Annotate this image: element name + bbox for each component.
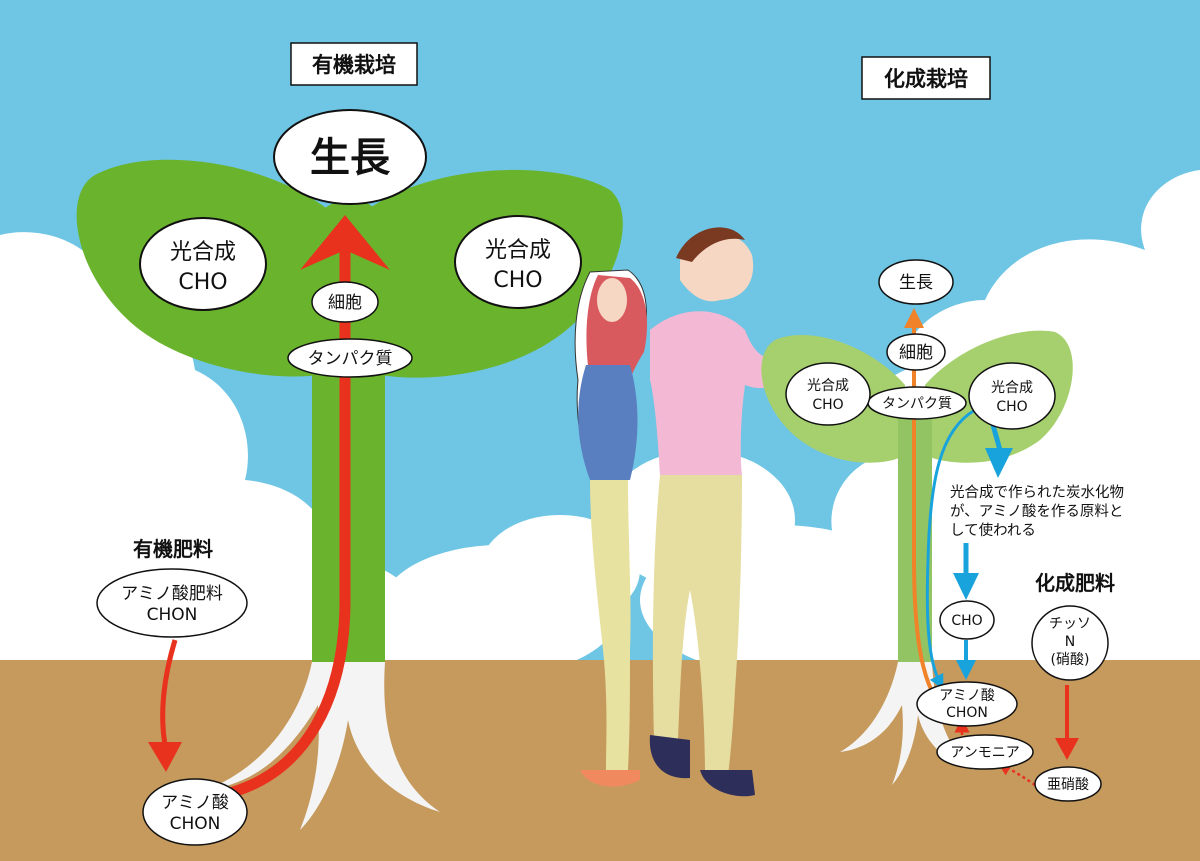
chemical-fertilizer-heading: 化成肥料	[1035, 571, 1115, 595]
chemical-note-line1: 光合成で作られた炭水化物	[950, 484, 1124, 501]
organic-photo-right-label: 光合成	[485, 238, 551, 263]
organic-growth-bubble: 生長	[273, 109, 427, 205]
chemical-protein-label: タンパク質	[882, 396, 952, 412]
organic-amino-formula: CHON	[170, 814, 221, 834]
organic-protein-bubble: タンパク質	[287, 338, 413, 378]
organic-roots	[205, 662, 440, 830]
chemical-blue-arrowhead-middle	[953, 573, 979, 600]
chemical-cell-bubble: 細胞	[886, 333, 946, 371]
organic-protein-label: タンパク質	[308, 349, 393, 369]
chemical-protein-bubble: タンパク質	[867, 386, 967, 420]
organic-amino-label: アミノ酸	[161, 793, 229, 813]
organic-photosynthesis-right: 光合成 CHO	[454, 215, 582, 309]
chemical-blue-arrowhead-lower	[956, 660, 976, 680]
chemical-carbohydrate-arrow	[925, 408, 976, 690]
organic-fertilizer-label: アミノ酸肥料	[121, 584, 223, 604]
chemical-roots	[840, 662, 975, 785]
chemical-title-box: 化成栽培	[861, 56, 991, 100]
man-illustration	[649, 227, 798, 797]
chemical-photo-right-formula: CHO	[996, 399, 1027, 415]
organic-photo-left-label: 光合成	[170, 240, 236, 265]
organic-amino-bubble: アミノ酸 CHON	[142, 778, 248, 846]
chemical-nitrite-arrow	[996, 761, 1036, 787]
organic-fertilizer-bubble: アミノ酸肥料 CHON	[96, 568, 248, 638]
chemical-note: 光合成で作られた炭水化物 が、アミノ酸を作る原料と して使われる	[950, 484, 1124, 539]
organic-photo-left-formula: CHO	[178, 270, 227, 295]
chemical-nitrogen-bubble: チッソ N (硝酸)	[1031, 605, 1109, 681]
chemical-cho-label: CHO	[951, 613, 982, 629]
chemical-nitrite-label: 亜硝酸	[1047, 777, 1089, 793]
chemical-photosynthesis-left: 光合成 CHO	[785, 362, 871, 426]
chemical-nitrogen-symbol: N	[1065, 634, 1075, 650]
organic-cell-bubble: 細胞	[311, 281, 379, 323]
chemical-note-line2: が、アミノ酸を作る原料と	[950, 503, 1123, 520]
organic-cell-label: 細胞	[328, 293, 362, 313]
chemical-note-line3: して使われる	[950, 522, 1036, 539]
organic-photo-right-formula: CHO	[493, 268, 542, 293]
chemical-nitrogen-label: チッソ	[1049, 616, 1091, 632]
organic-growth-arrowhead	[300, 215, 390, 270]
chemical-photo-right-label: 光合成	[991, 380, 1033, 396]
organic-uptake-arrow	[227, 239, 351, 798]
chemical-title: 化成栽培	[884, 67, 968, 91]
chemical-blue-arrowhead-upper	[985, 448, 1013, 478]
organic-title-box: 有機栽培	[290, 42, 418, 86]
organic-title: 有機栽培	[312, 53, 396, 77]
organic-fertilizer-heading: 有機肥料	[133, 537, 213, 561]
organic-fertilizer-arrowhead	[148, 742, 182, 772]
chemical-photo-left-formula: CHO	[812, 397, 843, 413]
chemical-cell-label: 細胞	[899, 343, 933, 363]
chemical-photo-left-label: 光合成	[807, 378, 849, 394]
organic-fertilizer-formula: CHON	[147, 605, 198, 625]
chemical-amino-label: アミノ酸	[939, 688, 995, 704]
chemical-nitrate-arrowhead	[1055, 738, 1079, 760]
chemical-nitrite-bubble: 亜硝酸	[1034, 766, 1102, 802]
organic-fertilizer-arrow	[160, 639, 178, 746]
woman-illustration	[574, 269, 648, 787]
chemical-photosynthesis-right: 光合成 CHO	[968, 362, 1056, 430]
chemical-blue-arrow-upper	[990, 424, 1003, 451]
chemical-ammonia-label: アンモニア	[950, 745, 1019, 761]
chemical-amino-bubble: アミノ酸 CHON	[916, 681, 1018, 727]
chemical-growth-bubble: 生長	[878, 259, 954, 305]
chemical-amino-formula: CHON	[946, 705, 988, 721]
chemical-nitrogen-nitrate: (硝酸)	[1051, 652, 1090, 668]
organic-growth-label: 生長	[310, 135, 391, 181]
chemical-growth-label: 生長	[899, 273, 933, 293]
organic-photosynthesis-left: 光合成 CHO	[139, 217, 267, 311]
chemical-ammonia-bubble: アンモニア	[936, 734, 1034, 770]
chemical-cho-bubble: CHO	[939, 600, 995, 640]
